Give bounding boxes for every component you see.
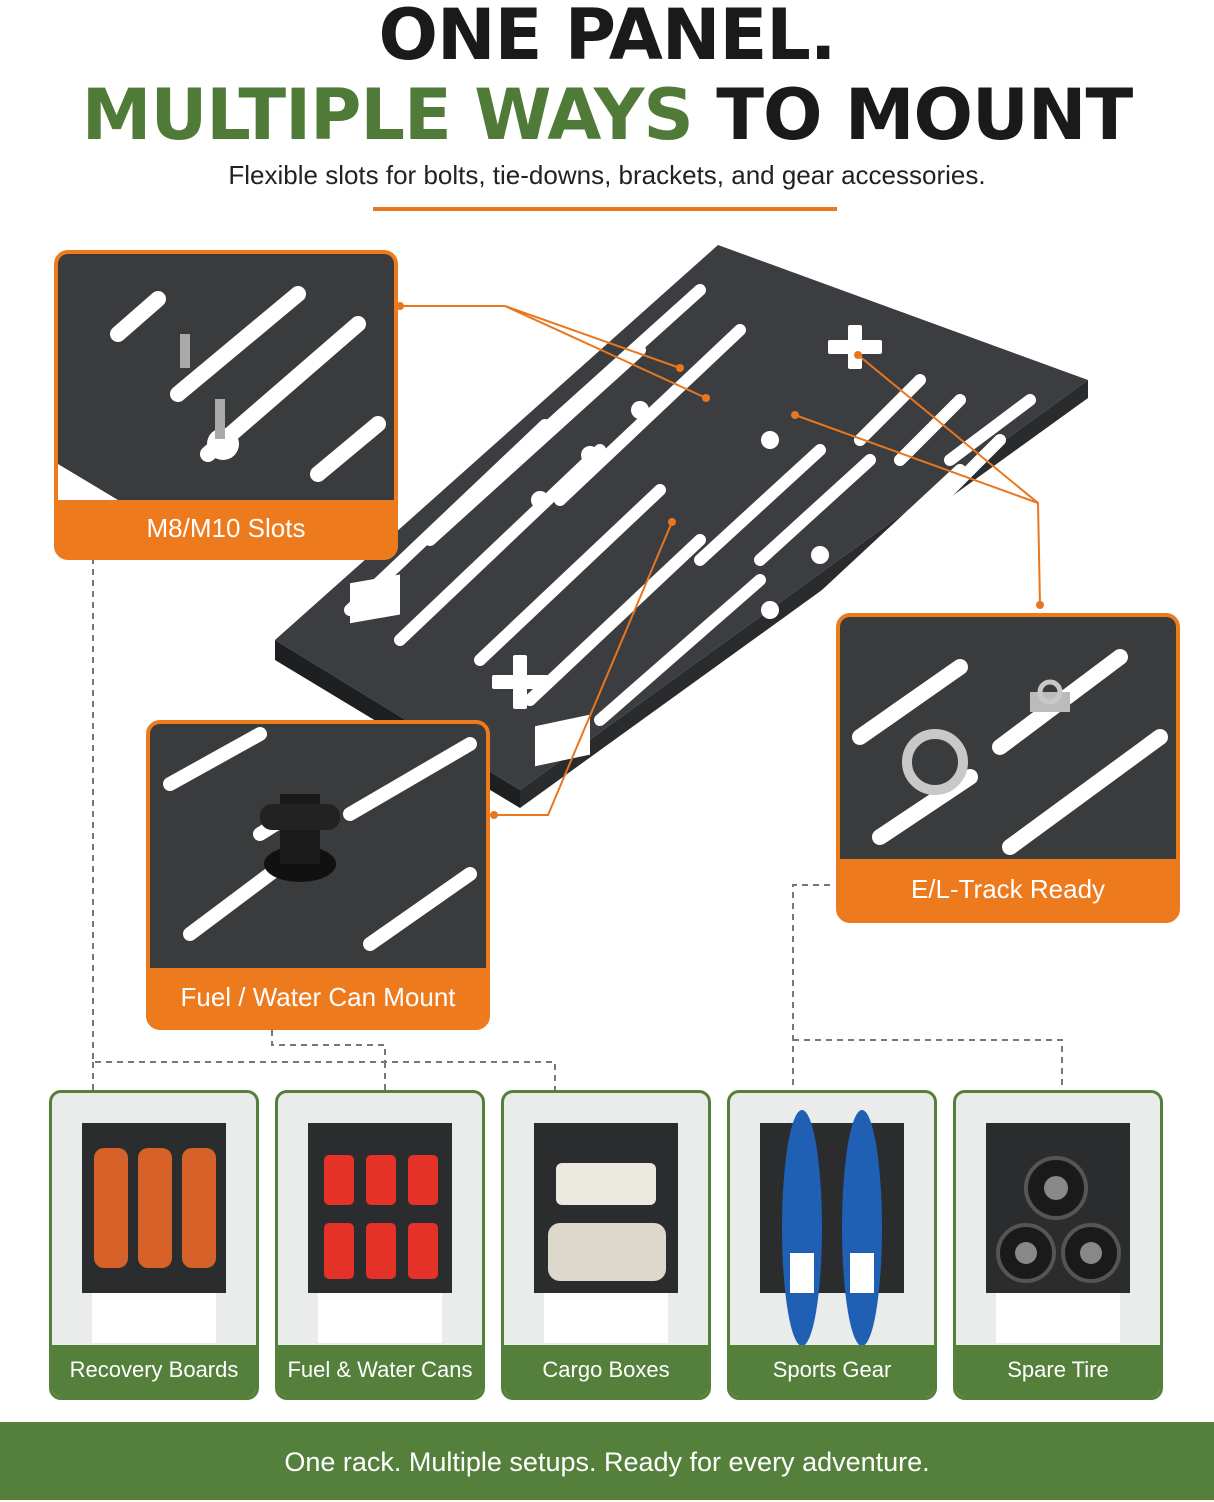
subtitle: Flexible slots for bolts, tie-downs, bra… bbox=[228, 160, 986, 190]
headline-line-1: ONE PANEL. bbox=[378, 0, 837, 76]
headline-dark-text: TO MOUNT bbox=[716, 74, 1133, 156]
leader-lines bbox=[400, 305, 1041, 816]
footer-banner: One rack. Multiple setups. Ready for eve… bbox=[0, 1422, 1214, 1500]
headline-green-text: MULTIPLE WAYS bbox=[81, 74, 694, 156]
bolt-slots-icon bbox=[58, 254, 394, 500]
callout-label: Fuel / Water Can Mount bbox=[180, 982, 456, 1012]
callout-el-track: E/L-Track Ready bbox=[836, 613, 1180, 923]
setup-label: Fuel & Water Cans bbox=[278, 1345, 482, 1397]
orange-divider bbox=[373, 207, 837, 211]
setup-card-spare-tire: Spare Tire bbox=[953, 1090, 1163, 1400]
panel-slots bbox=[344, 284, 1036, 756]
recovery-boards-image bbox=[82, 1123, 226, 1343]
paddle-boards-image bbox=[760, 1110, 904, 1346]
setup-label: Cargo Boxes bbox=[504, 1345, 708, 1397]
panel-holes bbox=[350, 325, 882, 767]
callout-label: M8/M10 Slots bbox=[146, 513, 306, 543]
dashed-connectors bbox=[92, 558, 1063, 1090]
fuel-cans-image bbox=[308, 1123, 452, 1343]
can-mount-icon bbox=[150, 724, 486, 968]
ring-tie-down-icon bbox=[840, 617, 1176, 859]
callout-label: E/L-Track Ready bbox=[910, 874, 1106, 904]
setup-card-sports-gear: Sports Gear bbox=[727, 1090, 937, 1400]
callout-can-mount: Fuel / Water Can Mount bbox=[146, 720, 490, 1030]
spare-tire-image bbox=[986, 1123, 1130, 1343]
callout-m8-m10: M8/M10 Slots bbox=[54, 250, 398, 560]
setup-label: Spare Tire bbox=[956, 1345, 1160, 1397]
setup-card-fuel-water-cans: Fuel & Water Cans bbox=[275, 1090, 485, 1400]
setup-label: Recovery Boards bbox=[52, 1345, 256, 1397]
headline-line-2: MULTIPLE WAYS TO MOUNT bbox=[0, 80, 1214, 150]
setup-label: Sports Gear bbox=[730, 1345, 934, 1397]
setup-card-cargo-boxes: Cargo Boxes bbox=[501, 1090, 711, 1400]
setup-card-recovery-boards: Recovery Boards bbox=[49, 1090, 259, 1400]
cargo-boxes-image bbox=[534, 1123, 678, 1343]
